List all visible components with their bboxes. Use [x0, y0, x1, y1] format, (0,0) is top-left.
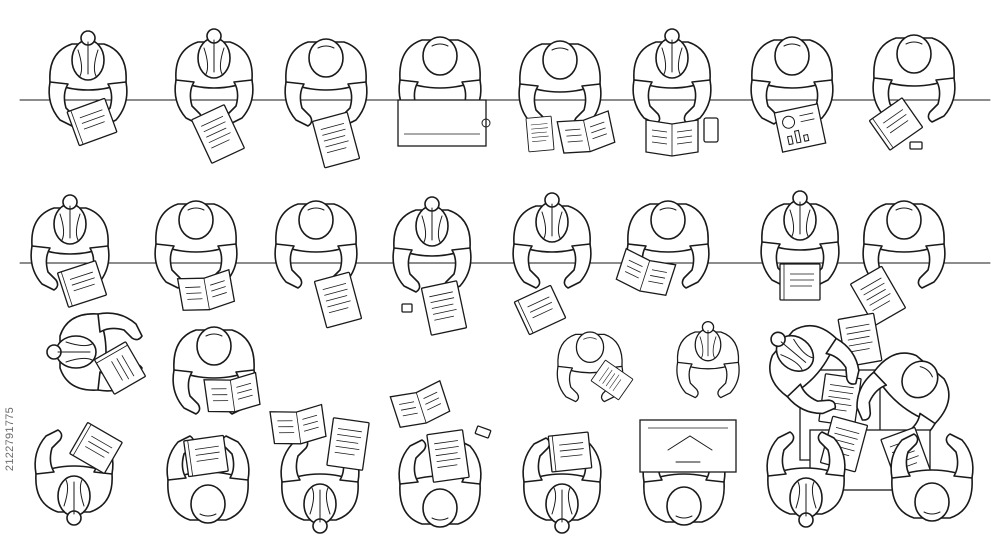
figure-row2-5	[512, 192, 592, 289]
notebook-icon	[547, 431, 593, 473]
notebook-icon	[183, 434, 229, 478]
open-book-icon	[176, 269, 236, 315]
figure-row1-6	[632, 28, 712, 125]
row-1	[48, 28, 956, 169]
stock-id-text: 2122791775	[4, 406, 16, 472]
drafting-board-icon	[397, 99, 491, 147]
eraser-icon	[401, 303, 413, 313]
figure-row3-5	[676, 320, 740, 399]
blueprint-icon	[639, 419, 737, 473]
eraser-icon	[909, 141, 923, 150]
paper-icon	[313, 271, 363, 329]
open-book-icon	[203, 371, 262, 417]
open-book-icon	[645, 119, 699, 157]
stock-id-watermark: 2122791775	[2, 320, 18, 558]
figure-row1-3	[284, 38, 368, 127]
notebook-icon	[66, 97, 118, 147]
paper-icon	[426, 429, 470, 483]
chart-report-icon	[773, 103, 827, 153]
notebook-icon	[779, 263, 821, 301]
figure-row1-5	[518, 40, 602, 129]
open-book-icon	[614, 248, 677, 300]
figure-row2-4	[392, 196, 472, 293]
open-book-icon	[389, 380, 452, 432]
eraser-icon	[474, 425, 492, 439]
phone-icon	[703, 117, 719, 143]
meeting-table-2	[766, 415, 974, 528]
row-2	[30, 190, 946, 336]
paper-icon	[420, 280, 468, 336]
open-book-icon	[269, 403, 328, 449]
notebook-icon	[513, 284, 567, 336]
paper-icon	[326, 417, 370, 471]
row-4	[34, 403, 974, 534]
paper-icon	[525, 115, 555, 153]
